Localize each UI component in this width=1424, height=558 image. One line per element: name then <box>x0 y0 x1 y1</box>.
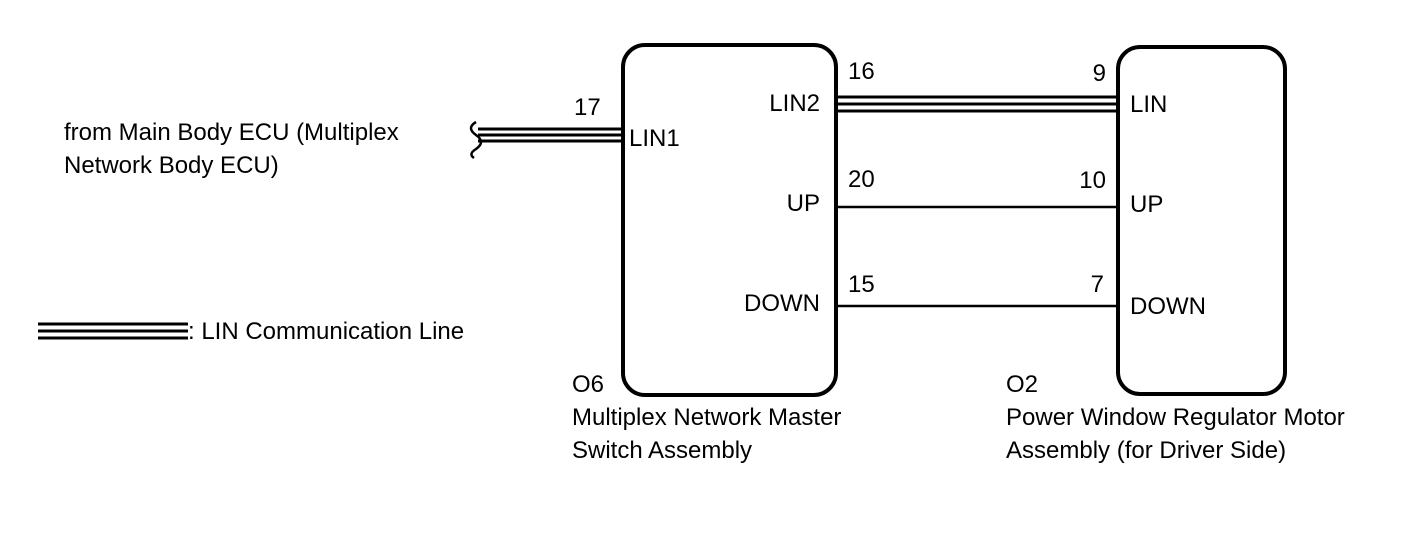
pin-name-lin2: LIN2 <box>769 90 820 117</box>
pin-name-lin: LIN <box>1130 91 1167 118</box>
lin-wire-switch-to-motor <box>836 95 1118 113</box>
pin-number-17: 17 <box>574 94 601 121</box>
pin-name-up-switch: UP <box>787 190 820 217</box>
master-switch-code: O6 <box>572 371 604 398</box>
pin-name-lin1: LIN1 <box>629 125 680 152</box>
pin-name-down-motor: DOWN <box>1130 293 1206 320</box>
window-motor-box <box>1116 45 1287 396</box>
pin-number-9: 9 <box>1093 60 1106 87</box>
legend-label: : LIN Communication Line <box>188 318 464 345</box>
pin-number-16: 16 <box>848 58 875 85</box>
master-switch-name-line1: Multiplex Network Master <box>572 404 841 431</box>
window-motor-code: O2 <box>1006 371 1038 398</box>
source-label-line2: Network Body ECU) <box>64 152 279 179</box>
pin-name-up-motor: UP <box>1130 191 1163 218</box>
pin-name-down-switch: DOWN <box>744 290 820 317</box>
legend-lin-symbol <box>38 322 188 340</box>
pin-number-20: 20 <box>848 166 875 193</box>
pin-number-7: 7 <box>1091 271 1104 298</box>
window-motor-name-line2: Assembly (for Driver Side) <box>1006 437 1286 464</box>
lin-wire-from-ecu <box>469 120 623 160</box>
master-switch-box <box>621 43 838 397</box>
wire-break-mark <box>469 120 483 160</box>
pin-number-15: 15 <box>848 271 875 298</box>
master-switch-name-line2: Switch Assembly <box>572 437 752 464</box>
window-motor-name-line1: Power Window Regulator Motor <box>1006 404 1345 431</box>
source-label-line1: from Main Body ECU (Multiplex <box>64 119 399 146</box>
pin-number-10: 10 <box>1079 167 1106 194</box>
